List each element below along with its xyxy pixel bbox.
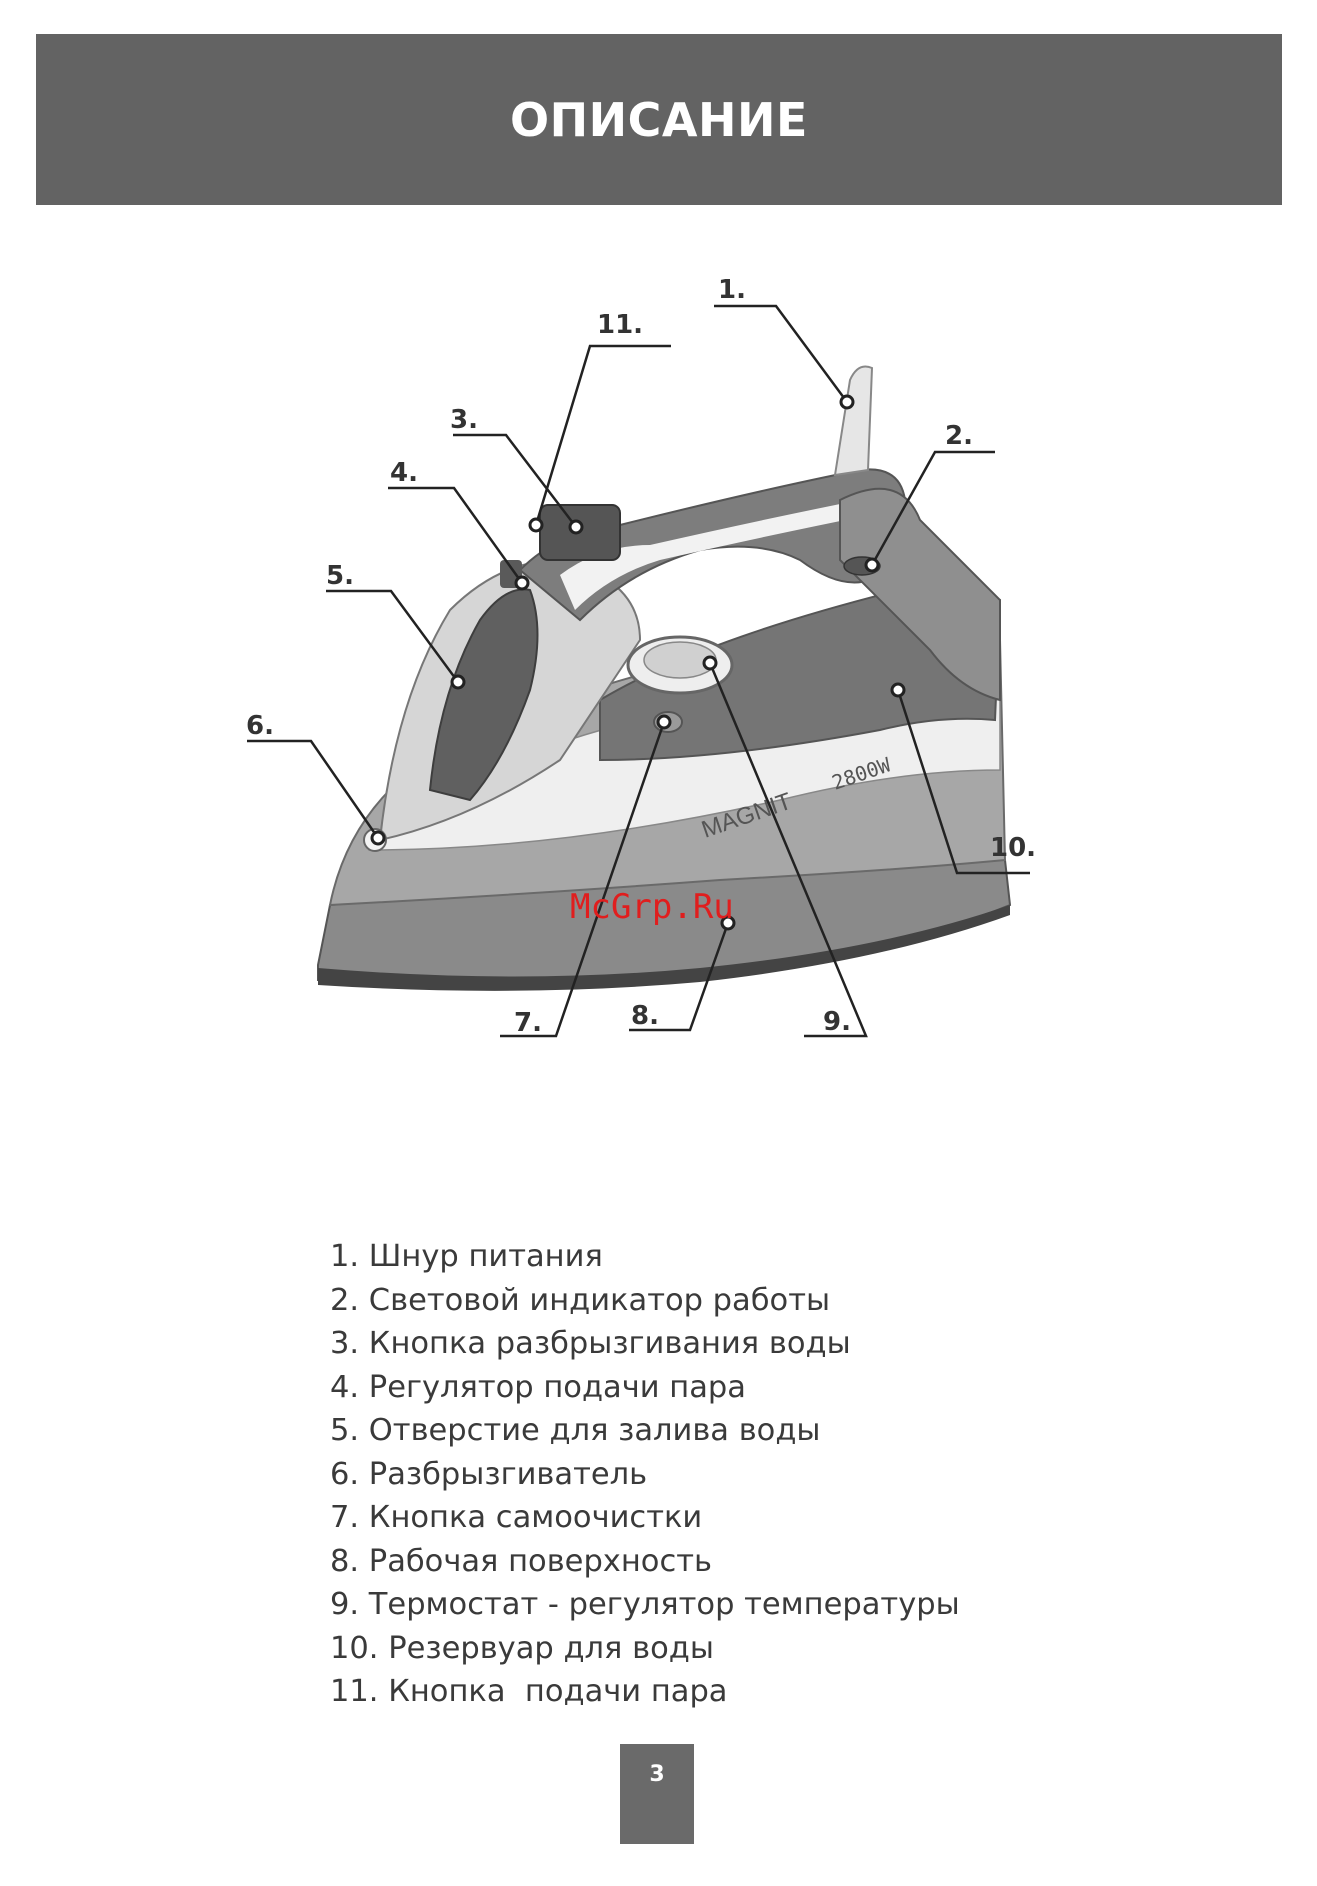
list-item: 6. Разбрызгиватель: [330, 1456, 648, 1492]
soleplate-edge: [318, 905, 1010, 991]
power-cord: [833, 365, 874, 477]
list-item: 3. Кнопка разбрызгивания воды: [330, 1326, 851, 1361]
list-item: 7. Кнопка самоочистки: [330, 1500, 703, 1535]
list-item: 9. Термостат - регулятор температуры: [330, 1587, 960, 1622]
callout-5: 5.: [326, 561, 354, 591]
page-title: ОПИСАНИЕ: [510, 92, 808, 147]
callout-3: 3.: [450, 405, 478, 435]
iron-heel: [839, 487, 1001, 702]
callout-1: 1.: [718, 275, 746, 305]
callout-9: 9.: [823, 1007, 851, 1037]
list-item: 4. Регулятор подачи пара: [330, 1369, 746, 1405]
list-item: 8. Рабочая поверхность: [330, 1543, 712, 1579]
parts-list: 1. Шнур питания 2. Световой индикатор ра…: [330, 1235, 960, 1714]
handle-white-trim: [560, 500, 870, 610]
callout-6: 6.: [246, 711, 274, 741]
callout-8: 8.: [631, 1001, 659, 1031]
callout-2: 2.: [945, 421, 973, 451]
callout-7: 7.: [514, 1008, 542, 1038]
callout-11: 11.: [597, 310, 643, 340]
list-item: 2. Световой индикатор работы: [330, 1282, 831, 1318]
list-item: 5. Отверстие для залива воды: [330, 1413, 821, 1448]
watermark: McGrp.Ru: [570, 887, 734, 927]
list-item: 1. Шнур питания: [330, 1239, 603, 1274]
page-number: 3: [649, 1762, 665, 1787]
callout-10: 10.: [990, 833, 1036, 863]
page-number-box: 3: [620, 1744, 694, 1844]
iron-diagram: MAGNIT 2800W 1. 2. 3. 4. 5. 6. 7. 8. 9. …: [246, 275, 1036, 1038]
list-item: 10. Резервуар для воды: [330, 1630, 714, 1666]
callout-4: 4.: [390, 458, 418, 488]
list-item: 11. Кнопка подачи пара: [330, 1674, 728, 1709]
header-bar: ОПИСАНИЕ: [36, 34, 1282, 205]
